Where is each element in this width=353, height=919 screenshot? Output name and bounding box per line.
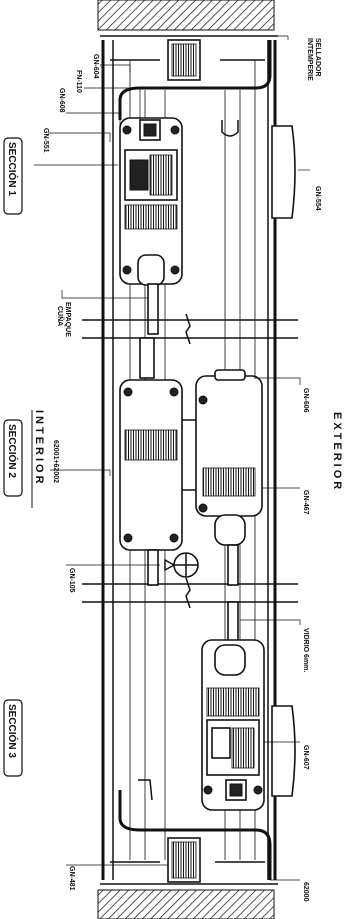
exterior-beads (271, 125, 296, 797)
sash-section-1 (119, 117, 183, 335)
wall-hatch-top (97, 0, 275, 31)
wall-hatch-bottom (97, 889, 275, 919)
glass-break-marks (82, 313, 298, 609)
label-gn-467: GN-467 (302, 490, 309, 515)
section-1-label: SECCIÓN 1 (6, 142, 19, 196)
label-exterior: EXTERIOR (331, 412, 343, 492)
label-gn-554: GN-554 (314, 186, 321, 211)
section-1-tag: SECCIÓN 1 (3, 137, 23, 215)
label-62001-62002: 62001+62002 (52, 440, 59, 483)
section-3-label: SECCIÓN 3 (6, 704, 19, 758)
label-sellador: SELLADOR (314, 38, 321, 77)
sash-section-3 (201, 601, 265, 811)
section-3-tag: SECCIÓN 3 (3, 699, 23, 777)
top-frame-head (110, 39, 272, 137)
bottom-frame-sill (110, 779, 272, 883)
label-empaque: EMPAQUE (64, 302, 71, 337)
section-2-tag: SECCIÓN 2 (3, 419, 23, 497)
label-gn-105: GN-105 (68, 568, 75, 593)
leader-lines (34, 35, 310, 881)
label-intemperie: INTEMPERIE (306, 38, 313, 81)
label-gn-606: GN-606 (302, 388, 309, 413)
section-2-label: SECCIÓN 2 (6, 424, 19, 478)
label-interior: INTERIOR (33, 410, 45, 487)
label-fn-110: FN-110 (75, 70, 82, 93)
interlock-section-2 (119, 337, 263, 586)
label-gn-481: GN-481 (68, 866, 75, 891)
label-62000: 62000 (302, 882, 309, 902)
label-cuna: CUÑA (56, 306, 65, 326)
label-vidrio: VIDRIO 6mm. (302, 628, 309, 672)
label-gn-551: GN-551 (42, 128, 49, 153)
label-gn-604: GN-604 (92, 54, 99, 79)
label-gn-608: GN-608 (58, 88, 65, 113)
label-gn-607: GN-607 (302, 745, 309, 770)
